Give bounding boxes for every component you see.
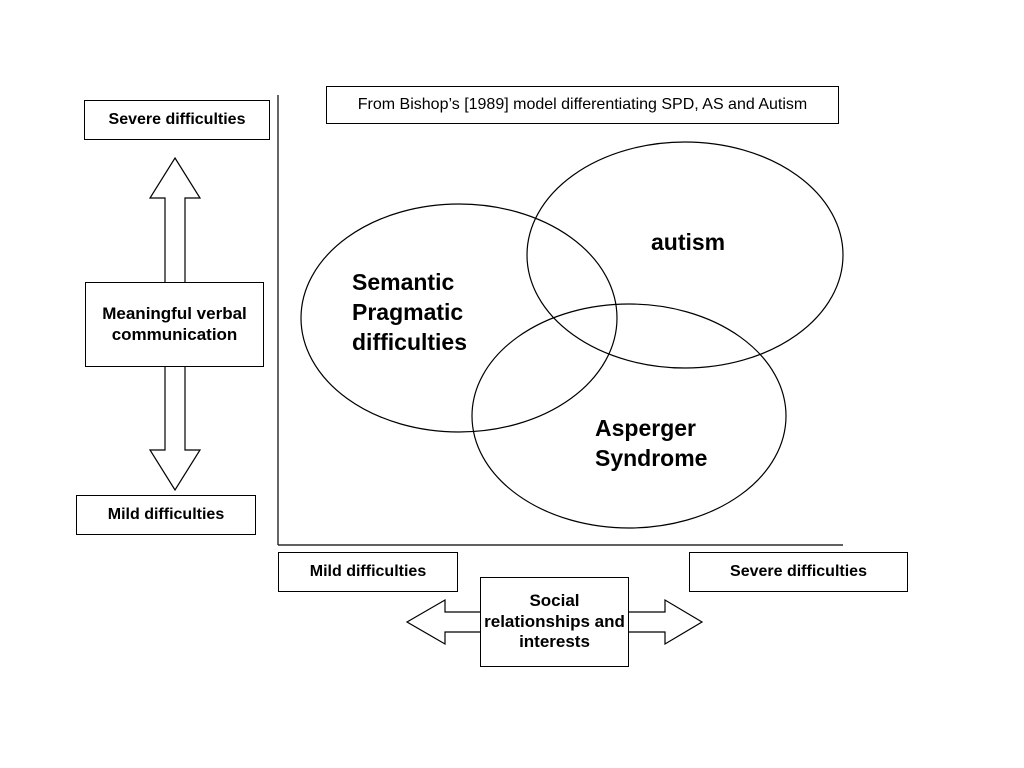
y-axis-label-box: Meaningful verbal communication bbox=[85, 282, 264, 367]
asperger-label: Asperger Syndrome bbox=[595, 415, 708, 471]
x-axis-label: Social relationships and interests bbox=[484, 591, 625, 652]
y-top-label-box: Severe difficulties bbox=[84, 100, 270, 140]
y-top-label: Severe difficulties bbox=[108, 111, 246, 129]
asperger-ellipse bbox=[471, 303, 787, 529]
y-axis-label: Meaningful verbal communication bbox=[102, 304, 247, 344]
autism-ellipse bbox=[526, 141, 844, 369]
y-bottom-label-box: Mild difficulties bbox=[76, 495, 256, 535]
spd-ellipse bbox=[300, 203, 618, 433]
source-note: From Bishop’s [1989] model differentiati… bbox=[357, 96, 808, 113]
y-bottom-label: Mild difficulties bbox=[107, 506, 225, 524]
spd-label: Semantic Pragmatic difficulties bbox=[352, 269, 468, 355]
x-right-label: Severe difficulties bbox=[730, 563, 867, 581]
autism-label: autism bbox=[651, 229, 726, 255]
source-note-box: From Bishop’s [1989] model differentiati… bbox=[326, 86, 839, 124]
x-right-label-box: Severe difficulties bbox=[689, 552, 908, 592]
x-axis-label-box: Social relationships and interests bbox=[480, 577, 629, 667]
x-left-label: Mild difficulties bbox=[309, 563, 427, 581]
x-left-label-box: Mild difficulties bbox=[278, 552, 458, 592]
